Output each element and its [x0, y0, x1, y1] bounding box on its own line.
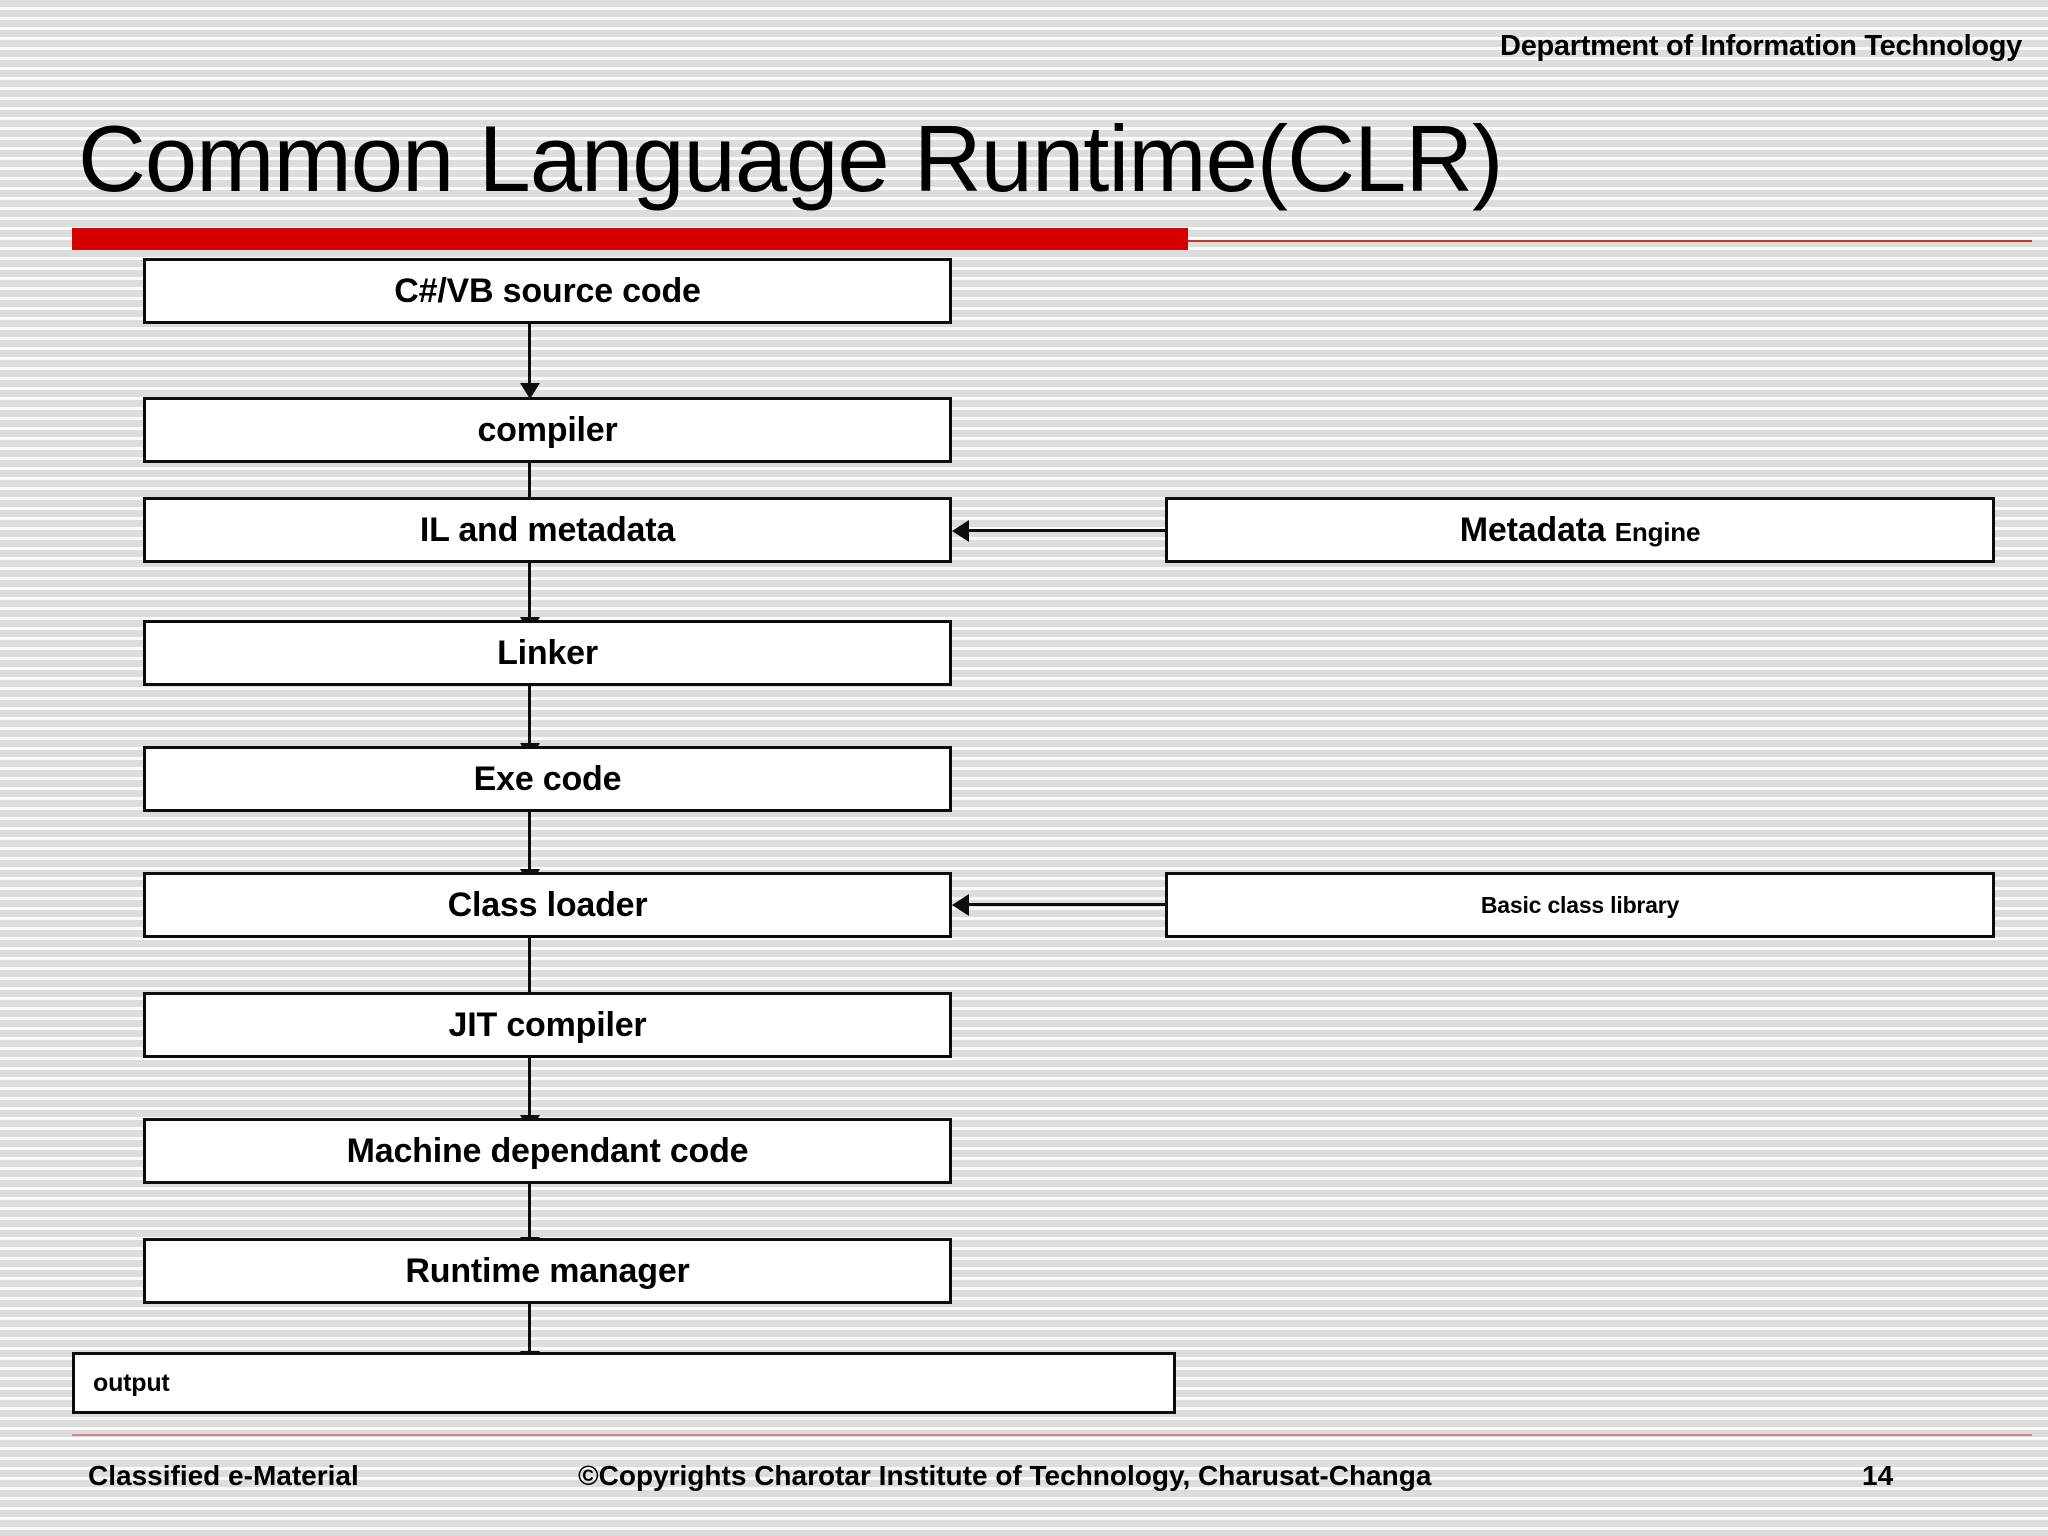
footer-rule	[72, 1434, 2032, 1436]
flow-box-label: Linker	[497, 633, 598, 672]
arrow-down-icon	[528, 812, 531, 872]
footer-copyright: ©Copyrights Charotar Institute of Techno…	[578, 1460, 1432, 1491]
flow-box-metadata-engine[interactable]: Metadata Engine	[1165, 497, 1995, 563]
department-title: Department of Information Technology	[1500, 30, 2022, 62]
flow-box-linker[interactable]: Linker	[143, 620, 952, 686]
flow-box-label: output	[93, 1368, 170, 1397]
footer-classification: Classified e-Material	[88, 1460, 359, 1491]
metadata-engine-sub: Engine	[1614, 516, 1701, 547]
flow-box-compiler[interactable]: compiler	[143, 397, 952, 463]
page-title: Common Language Runtime(CLR)	[78, 106, 1503, 211]
flow-box-label: C#/VB source code	[394, 271, 701, 310]
flow-box-label: compiler	[477, 410, 618, 449]
flow-box-class-loader[interactable]: Class loader	[143, 872, 952, 938]
arrow-down-icon	[528, 1184, 531, 1240]
flow-box-label: Basic class library	[1480, 891, 1680, 918]
arrow-down-icon	[528, 463, 531, 506]
footer-page-number: 14	[1862, 1460, 1894, 1491]
arrow-down-icon	[528, 324, 531, 386]
flow-box-exe-code[interactable]: Exe code	[143, 746, 952, 812]
flow-box-label: JIT compiler	[448, 1005, 647, 1044]
flow-box-source-code[interactable]: C#/VB source code	[143, 258, 952, 324]
arrow-down-icon	[528, 563, 531, 620]
flow-box-label: Exe code	[473, 759, 622, 798]
flow-box-jit-compiler[interactable]: JIT compiler	[143, 992, 952, 1058]
flow-box-il-metadata[interactable]: IL and metadata	[143, 497, 952, 563]
flow-box-label: Class loader	[447, 885, 648, 924]
flow-box-machine-code[interactable]: Machine dependant code	[143, 1118, 952, 1184]
flow-box-label: Runtime manager	[405, 1251, 690, 1290]
metadata-engine-main: Metadata	[1459, 510, 1606, 549]
flow-box-runtime-manager[interactable]: Runtime manager	[143, 1238, 952, 1304]
flow-box-basic-class-library[interactable]: Basic class library	[1165, 872, 1995, 938]
flow-box-label: Metadata Engine	[1460, 511, 1701, 550]
flow-box-output[interactable]: output	[72, 1352, 1176, 1414]
title-rule-thick	[72, 228, 1188, 250]
flow-box-label: IL and metadata	[419, 510, 676, 549]
arrow-down-icon	[528, 686, 531, 746]
arrow-down-icon	[528, 1058, 531, 1118]
arrow-left-icon	[965, 903, 1165, 906]
arrow-left-icon	[965, 529, 1165, 532]
arrow-down-icon	[528, 1304, 531, 1354]
arrow-down-icon	[528, 938, 531, 998]
flow-box-label: Machine dependant code	[346, 1131, 749, 1170]
